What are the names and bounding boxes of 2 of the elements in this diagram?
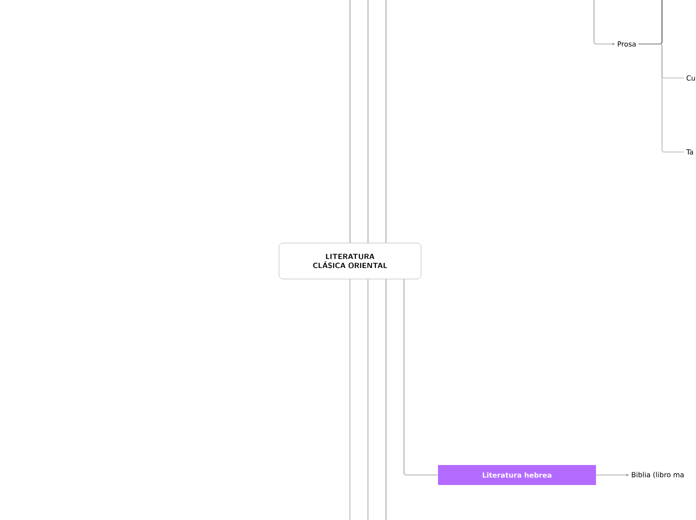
connector-line xyxy=(404,278,438,476)
connector-line xyxy=(638,44,684,152)
